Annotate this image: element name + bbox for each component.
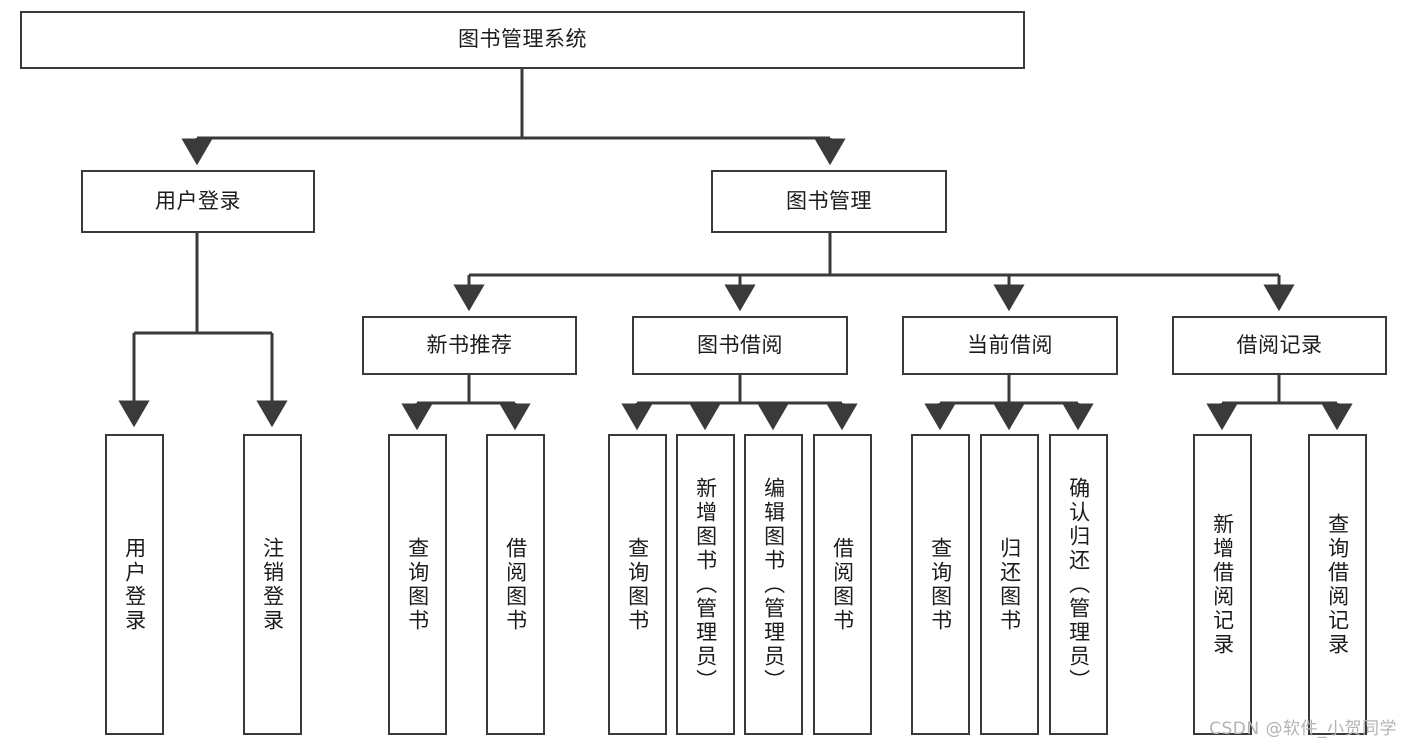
node-book-borrow-label: 图书借阅 bbox=[697, 332, 783, 357]
node-current-borrow-label: 当前借阅 bbox=[967, 332, 1053, 357]
node-leaf-add-book-label: 新增图书（管理员） bbox=[693, 476, 718, 693]
node-leaf-borrow-book-2[interactable]: 借阅图书 bbox=[813, 434, 872, 735]
node-user-login-label: 用户登录 bbox=[155, 188, 241, 213]
node-leaf-user-login[interactable]: 用户登录 bbox=[105, 434, 164, 735]
node-leaf-borrow-book-1-label: 借阅图书 bbox=[503, 536, 528, 633]
node-leaf-borrow-book-2-label: 借阅图书 bbox=[830, 536, 855, 633]
node-book-borrow[interactable]: 图书借阅 bbox=[632, 316, 848, 375]
node-leaf-query-book-3[interactable]: 查询图书 bbox=[911, 434, 970, 735]
node-leaf-user-logout-label: 注销登录 bbox=[260, 536, 285, 633]
node-borrow-record-label: 借阅记录 bbox=[1236, 332, 1323, 357]
node-leaf-query-book-2[interactable]: 查询图书 bbox=[608, 434, 667, 735]
node-leaf-return-book[interactable]: 归还图书 bbox=[980, 434, 1039, 735]
node-leaf-confirm-return[interactable]: 确认归还（管理员） bbox=[1049, 434, 1108, 735]
node-leaf-user-login-label: 用户登录 bbox=[122, 536, 147, 633]
node-book-manage[interactable]: 图书管理 bbox=[711, 170, 947, 233]
node-leaf-query-book-2-label: 查询图书 bbox=[625, 536, 650, 633]
node-leaf-add-book[interactable]: 新增图书（管理员） bbox=[676, 434, 735, 735]
node-leaf-edit-book[interactable]: 编辑图书（管理员） bbox=[744, 434, 803, 735]
node-root-label: 图书管理系统 bbox=[458, 27, 587, 52]
node-leaf-query-book-1-label: 查询图书 bbox=[405, 536, 430, 633]
node-leaf-query-book-1[interactable]: 查询图书 bbox=[388, 434, 447, 735]
node-leaf-query-record[interactable]: 查询借阅记录 bbox=[1308, 434, 1367, 735]
node-leaf-query-book-3-label: 查询图书 bbox=[928, 536, 953, 633]
node-leaf-borrow-book-1[interactable]: 借阅图书 bbox=[486, 434, 545, 735]
node-current-borrow[interactable]: 当前借阅 bbox=[902, 316, 1118, 375]
node-leaf-return-book-label: 归还图书 bbox=[997, 536, 1022, 633]
node-leaf-confirm-return-label: 确认归还（管理员） bbox=[1066, 476, 1091, 693]
node-root[interactable]: 图书管理系统 bbox=[20, 11, 1025, 69]
node-borrow-record[interactable]: 借阅记录 bbox=[1172, 316, 1387, 375]
node-new-book-rec-label: 新书推荐 bbox=[426, 332, 513, 357]
node-leaf-add-record-label: 新增借阅记录 bbox=[1210, 512, 1235, 657]
node-new-book-rec[interactable]: 新书推荐 bbox=[362, 316, 577, 375]
node-user-login[interactable]: 用户登录 bbox=[81, 170, 315, 233]
node-book-manage-label: 图书管理 bbox=[786, 188, 872, 213]
node-leaf-edit-book-label: 编辑图书（管理员） bbox=[761, 476, 786, 693]
node-leaf-add-record[interactable]: 新增借阅记录 bbox=[1193, 434, 1252, 735]
node-leaf-query-record-label: 查询借阅记录 bbox=[1325, 512, 1350, 657]
node-leaf-user-logout[interactable]: 注销登录 bbox=[243, 434, 302, 735]
